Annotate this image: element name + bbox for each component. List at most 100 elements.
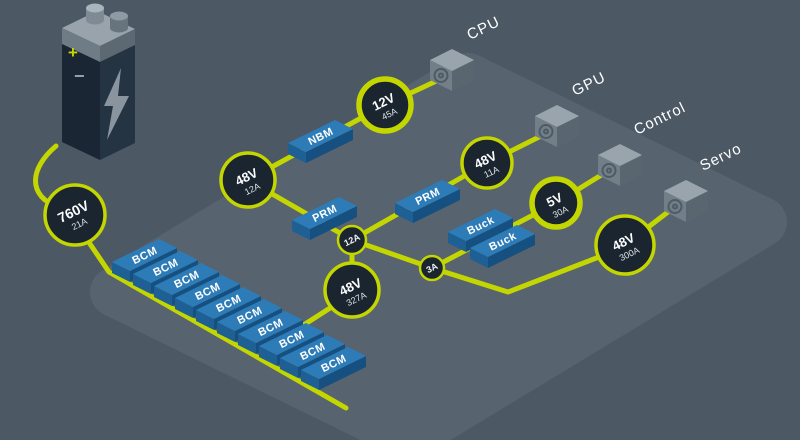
box-face <box>238 334 256 354</box>
node-circle <box>323 261 381 319</box>
chip-face <box>620 155 642 186</box>
chip-servo <box>664 180 708 222</box>
node-48v-327a: 48V 327A <box>323 261 381 319</box>
node-circle <box>43 183 107 247</box>
box-face <box>259 323 324 355</box>
node-5v-30a: 5V 30A <box>529 176 583 230</box>
box-face <box>217 299 282 331</box>
battery-terminal-negative <box>110 16 128 33</box>
chip-face <box>664 180 708 202</box>
node-48v-11a: 48V 11A <box>460 136 514 190</box>
box-face <box>175 298 193 318</box>
box-face <box>292 197 357 229</box>
node-circle <box>219 151 277 209</box>
box-face <box>288 120 353 152</box>
wire-3a-to-48v300a <box>429 244 628 295</box>
node-circle <box>336 224 368 256</box>
module-prm-2: PRM <box>395 180 460 223</box>
box-face <box>280 358 298 378</box>
battery-body-left <box>62 44 100 160</box>
node-circle <box>529 176 583 230</box>
box-face <box>259 346 277 366</box>
junction-3a: 3A <box>418 254 446 282</box>
box-face <box>413 189 460 223</box>
box-face <box>466 218 513 252</box>
module-nbm: NBM <box>288 120 353 163</box>
box-face <box>154 263 219 295</box>
box-face <box>395 180 460 212</box>
box-face <box>112 239 177 271</box>
box-face <box>306 129 353 163</box>
node-circle <box>356 76 414 134</box>
coil-icon <box>667 199 683 214</box>
chip-face <box>557 116 579 147</box>
box-face <box>217 322 235 342</box>
coil-icon <box>672 203 678 210</box>
chip-face <box>664 191 686 222</box>
box-face <box>301 347 366 379</box>
node-circle <box>418 254 446 282</box>
box-face <box>470 225 535 257</box>
chip-face <box>686 191 708 222</box>
chip-face <box>452 60 474 91</box>
node-12v-45a: 12V 45A <box>356 76 414 134</box>
coil-icon <box>433 68 449 83</box>
chip-control <box>598 144 642 186</box>
battery-minus-label: − <box>74 66 85 86</box>
battery-plus-label: + <box>68 43 78 62</box>
battery: + − <box>62 3 135 160</box>
box-face <box>448 232 466 252</box>
box-face <box>448 209 513 241</box>
coil-icon <box>601 163 617 178</box>
lightning-bolt-icon <box>104 68 129 140</box>
chip-face <box>598 144 642 166</box>
battery-terminal-positive <box>86 8 104 25</box>
coil-icon <box>538 124 554 139</box>
module-bcm-10: BCM <box>301 347 366 390</box>
box-face <box>175 275 240 307</box>
node-48v-300a: 48V 300A <box>594 214 656 276</box>
box-face <box>301 370 319 390</box>
junction-label: 3A <box>425 261 440 275</box>
coil-icon <box>543 128 549 135</box>
box-face <box>288 143 306 163</box>
battery-cap-right <box>100 29 135 62</box>
wire-bcm-bus <box>83 235 349 411</box>
node-circle <box>460 136 514 190</box>
box-face <box>112 262 130 282</box>
chip-face <box>430 60 452 91</box>
coil-icon <box>606 167 612 174</box>
box-face <box>488 234 535 268</box>
battery-terminal-negative-top <box>110 11 128 21</box>
junction-12a: 12A <box>336 224 368 256</box>
chip-face <box>535 116 557 147</box>
box-face <box>280 335 345 367</box>
bcm-array: BCM BCM BCM BCM BCM <box>112 239 366 390</box>
box-face <box>292 220 310 240</box>
coil-icon <box>438 72 444 79</box>
box-face <box>154 286 172 306</box>
box-face <box>470 248 488 268</box>
box-face <box>319 356 366 390</box>
box-face <box>196 287 261 319</box>
module-prm-1: PRM <box>292 197 357 240</box>
box-face <box>310 206 357 240</box>
node-voltage: 5V <box>544 189 565 210</box>
box-face <box>133 274 151 294</box>
chip-face <box>598 155 620 186</box>
module-buck-2: Buck <box>470 225 535 268</box>
chip-gpu <box>535 105 579 147</box>
box-face <box>395 203 413 223</box>
battery-terminal-positive-top <box>86 3 104 13</box>
node-circle <box>594 214 656 276</box>
chip-face <box>535 105 579 127</box>
battery-cap-left <box>62 28 100 62</box>
battery-cap-top <box>62 11 135 46</box>
node-760v: 760V 21A <box>43 183 107 247</box>
chip-face <box>430 49 474 71</box>
chip-cpu <box>430 49 474 91</box>
box-face <box>196 310 214 330</box>
box-face <box>238 311 303 343</box>
